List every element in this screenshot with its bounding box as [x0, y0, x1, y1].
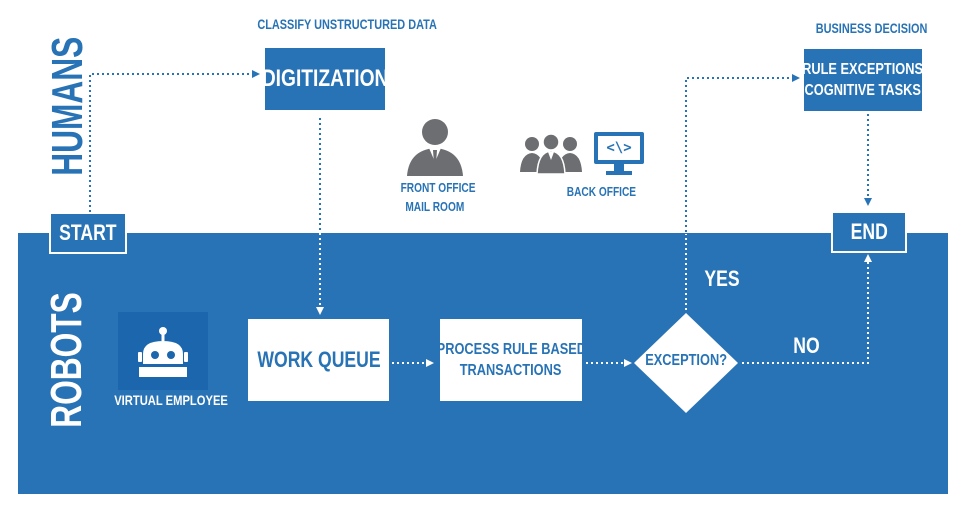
back-office-label: BACK OFFICE — [566, 184, 636, 199]
virtual-employee-label: VIRTUAL EMPLOYEE — [114, 392, 228, 408]
yes-label: YES — [704, 266, 740, 291]
monitor-icon — [594, 132, 644, 175]
exception-label: EXCEPTION? — [645, 352, 727, 369]
process-transactions-node[interactable]: PROCESS RULE BASED TRANSACTIONS — [436, 319, 586, 401]
exception-diamond[interactable] — [634, 313, 738, 413]
edge-start-digitization — [89, 70, 260, 212]
no-label: NO — [793, 333, 820, 358]
front-office-person-icon — [407, 119, 463, 176]
start-node[interactable]: START — [49, 212, 127, 254]
end-node[interactable]: END — [831, 211, 907, 253]
business-decision-caption: BUSINESS DECISION — [815, 20, 928, 36]
work-queue-node[interactable]: WORK QUEUE — [248, 319, 389, 401]
front-office-label: FRONT OFFICE MAIL ROOM — [400, 180, 476, 214]
back-office-group-icon — [520, 133, 582, 175]
edge-no — [742, 254, 872, 364]
digitization-node[interactable]: DIGITIZATION — [262, 48, 388, 110]
robot-icon — [138, 327, 188, 377]
classify-caption: CLASSIFY UNSTRUCTURED DATA — [257, 16, 437, 32]
rule-exceptions-node[interactable]: RULE EXCEPTIONS COGNITIVE TASKS — [803, 49, 923, 111]
code-symbol: <\> — [606, 140, 632, 156]
